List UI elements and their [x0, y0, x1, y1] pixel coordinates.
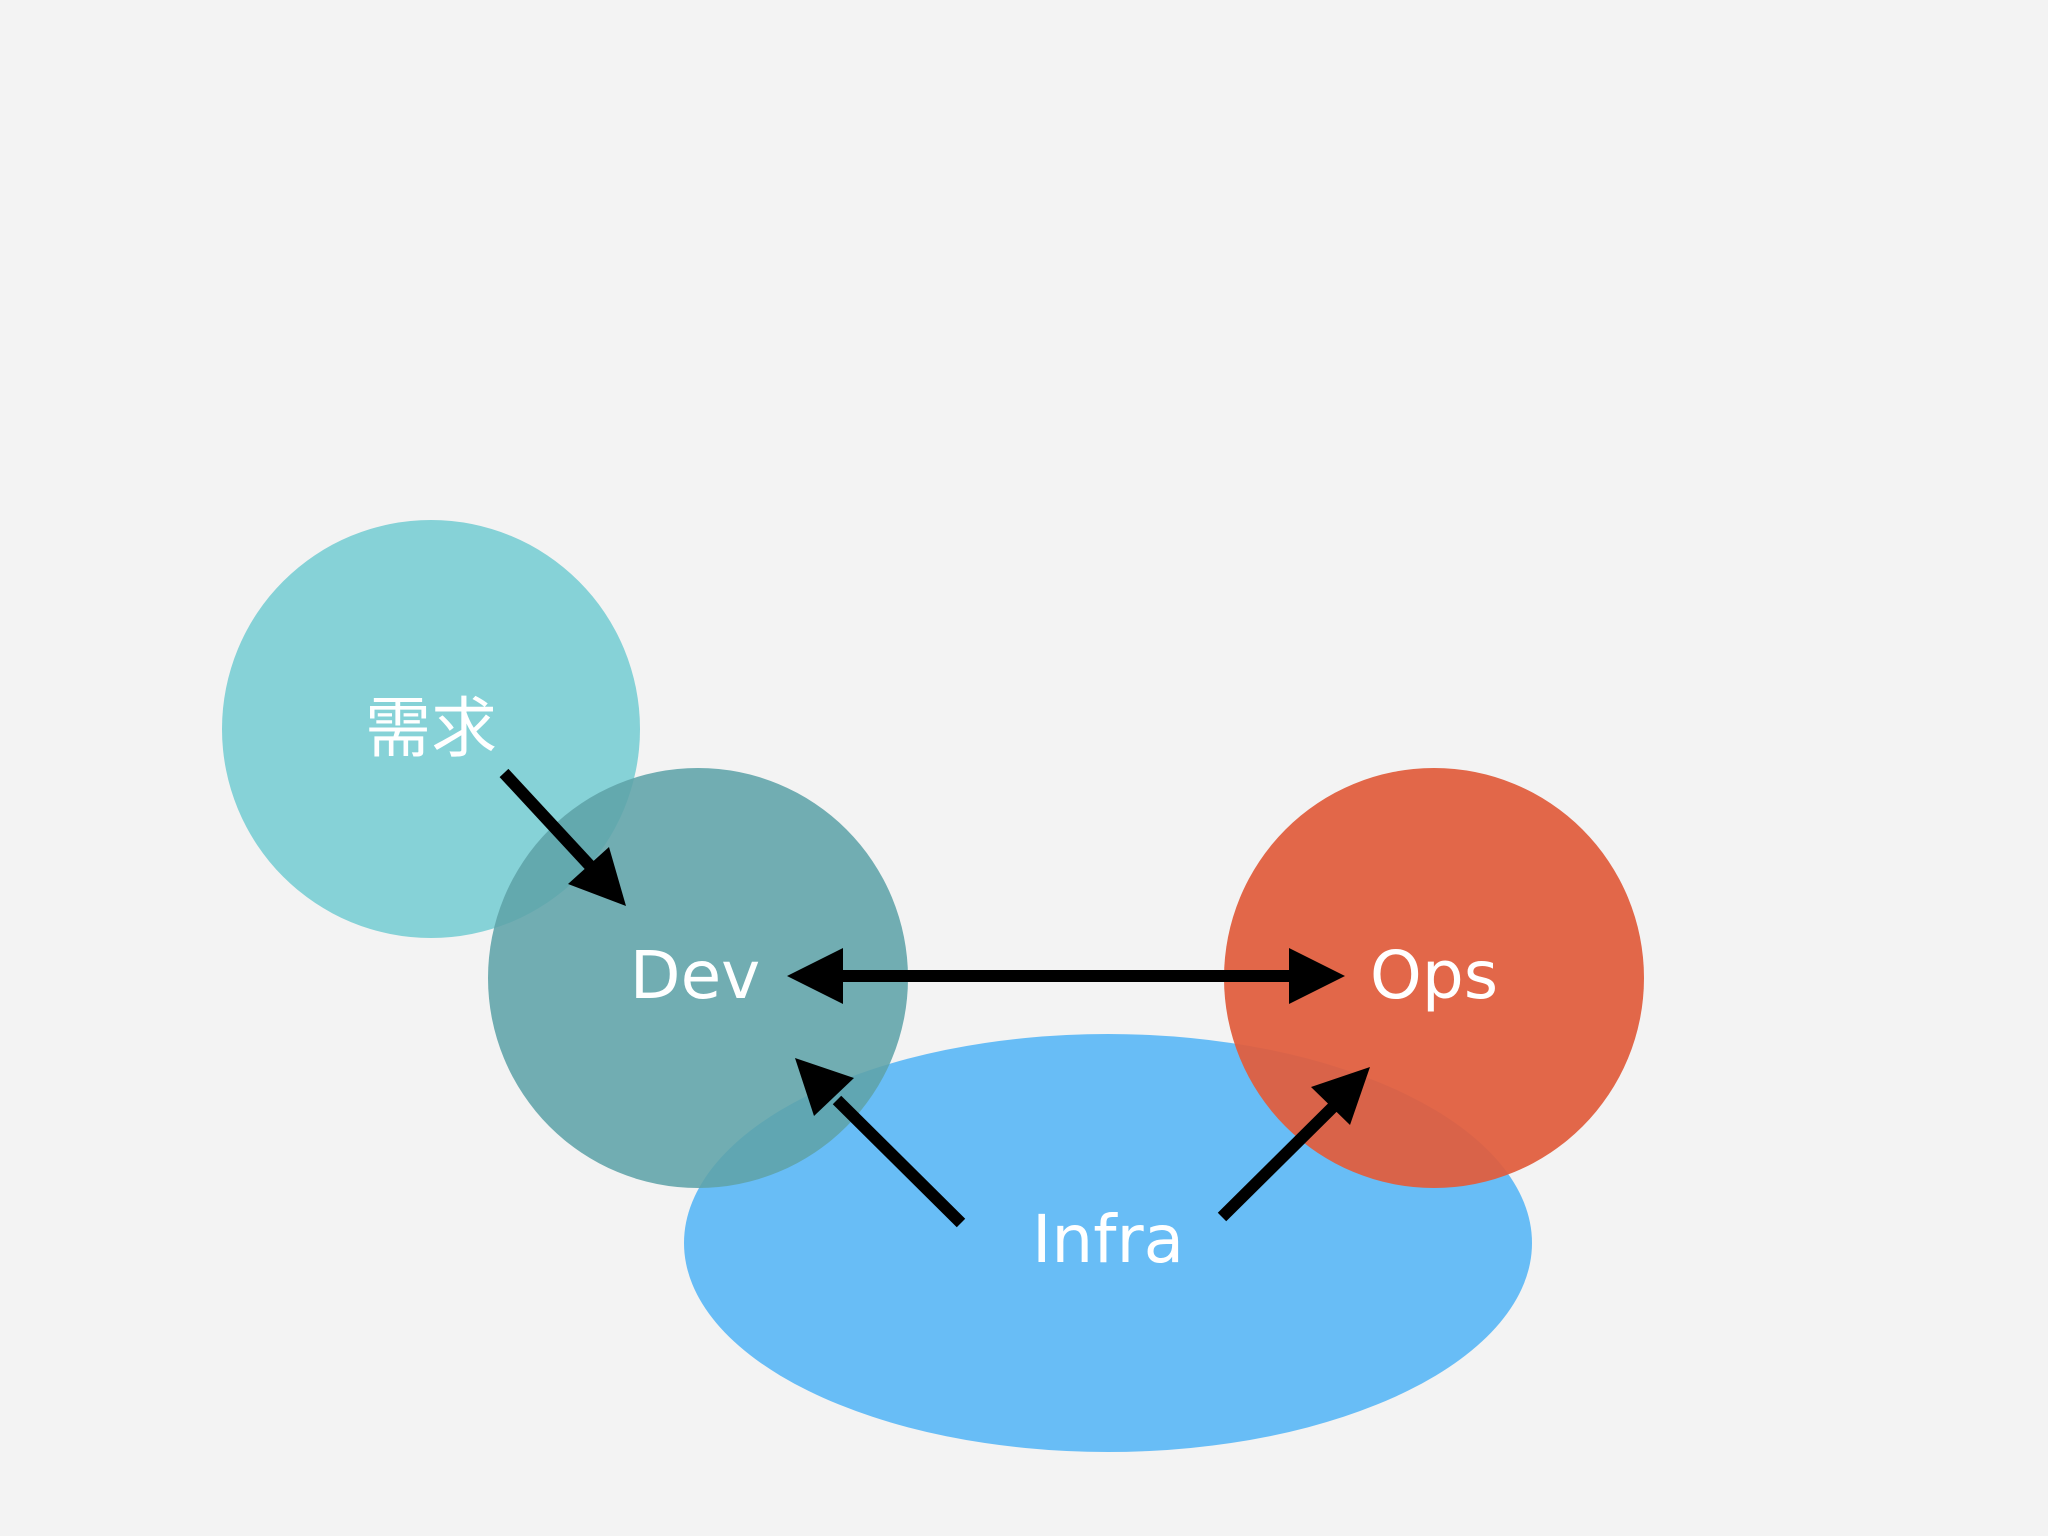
infra-label: Infra	[1032, 1201, 1184, 1278]
arrows	[499, 768, 1370, 1228]
arrowhead-dev-side	[787, 948, 843, 1004]
ops-label: Ops	[1370, 937, 1498, 1014]
arrow-requirements-to-dev	[499, 768, 597, 873]
arrowhead-ops-side	[1289, 948, 1345, 1004]
arrowhead-infra-to-dev	[795, 1058, 854, 1116]
arrowhead-requirements-to-dev	[568, 847, 626, 906]
arrowhead-infra-to-ops	[1311, 1067, 1370, 1125]
requirements-node	[222, 520, 640, 938]
arrow-infra-to-ops	[1217, 1101, 1339, 1222]
arrow-infra-to-dev	[832, 1095, 966, 1228]
dev-label: Dev	[630, 937, 761, 1014]
requirements-label: 需求	[365, 690, 497, 767]
